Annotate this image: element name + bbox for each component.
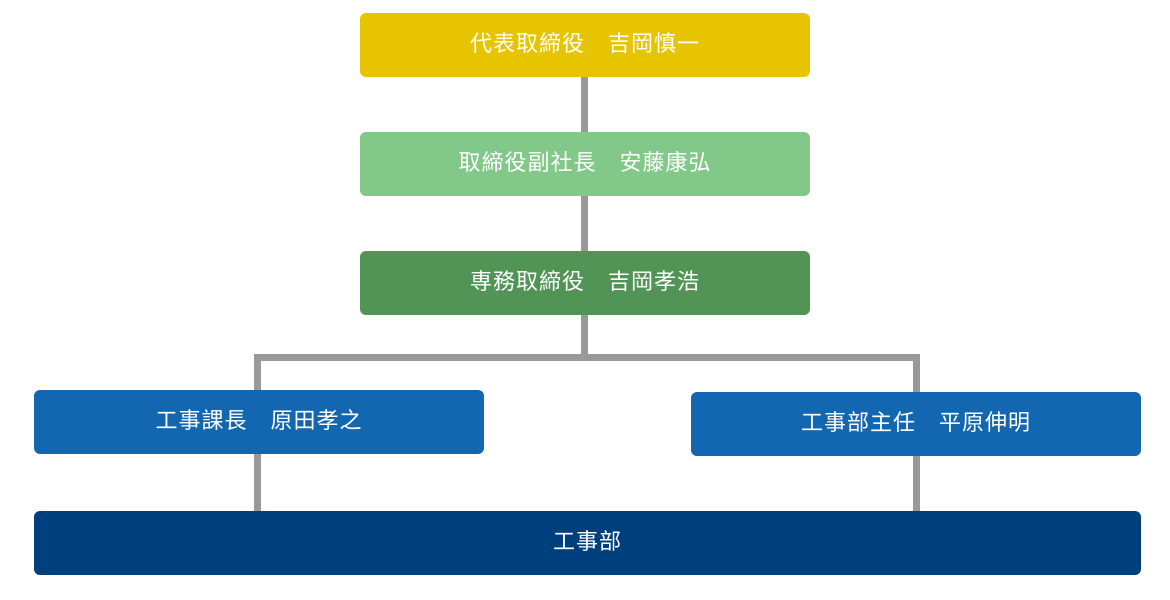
node-ceo: 代表取締役 吉岡慎一 bbox=[360, 13, 810, 77]
connector-branch-horizontal bbox=[254, 354, 920, 361]
connector-manager-to-dept bbox=[254, 454, 261, 511]
node-vice-president: 取締役副社長 安藤康弘 bbox=[360, 132, 810, 196]
connector-branch-to-manager bbox=[254, 354, 261, 390]
node-construction-manager: 工事課長 原田孝之 bbox=[34, 390, 484, 454]
connector-ceo-vp bbox=[581, 77, 588, 132]
node-construction-department: 工事部 bbox=[34, 511, 1141, 575]
connector-branch-to-chief bbox=[913, 354, 920, 392]
node-construction-chief: 工事部主任 平原伸明 bbox=[691, 392, 1141, 456]
connector-vp-md bbox=[581, 196, 588, 251]
node-managing-director: 専務取締役 吉岡孝浩 bbox=[360, 251, 810, 315]
connector-chief-to-dept bbox=[913, 456, 920, 511]
connector-md-branch bbox=[581, 315, 588, 355]
